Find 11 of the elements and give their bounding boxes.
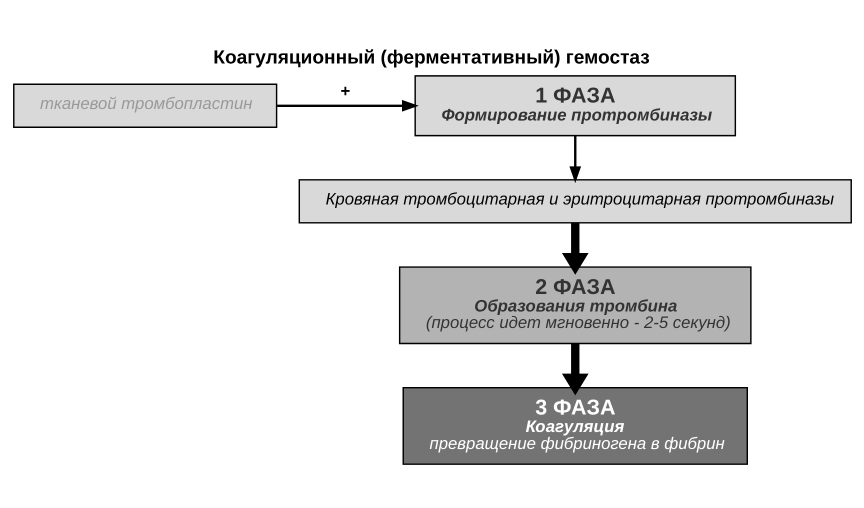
arrow: [561, 343, 588, 395]
arrow: [276, 99, 418, 112]
arrow: [568, 135, 581, 183]
edge-label: +: [340, 80, 350, 100]
node-box: 3 ФАЗА Коагуляция превращение фибриногена в фибрин: [402, 386, 748, 464]
node-box: тканевой тромбопластин: [12, 83, 277, 128]
node-box: 1 ФАЗА Формирование протромбиназы: [414, 74, 736, 136]
arrow: [561, 222, 588, 274]
node-box: Кровяная тромбоцитарная и эритроцитарная протромбиназы: [298, 178, 852, 224]
diagram-title: Коагуляционный (ферментативный) гемостаз: [212, 47, 650, 68]
node-box: 2 ФАЗА Образования тромбина (процесс идет мгновенно - 2-5 секунд): [398, 266, 752, 344]
